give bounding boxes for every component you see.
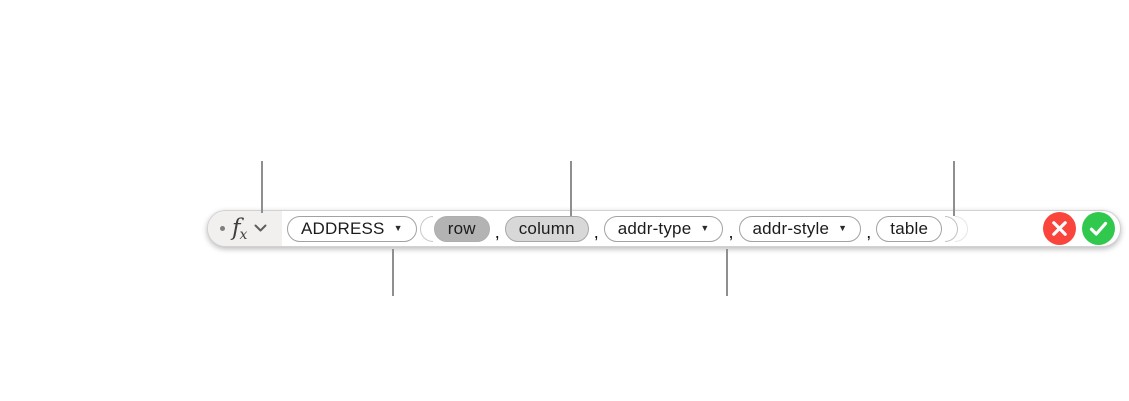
argument-separator: , — [728, 222, 734, 242]
argument-separator: , — [593, 222, 599, 242]
callout-line-column-token — [570, 161, 572, 216]
argument-token-addr-style[interactable]: addr-style ▼ — [738, 215, 862, 242]
open-paren-ghost — [419, 215, 433, 242]
argument-token-label: table — [890, 218, 929, 238]
callout-line-addrtype-dropdown — [726, 249, 728, 296]
argument-token-label: addr-style — [752, 218, 830, 238]
dropdown-arrow-icon[interactable]: ▼ — [393, 223, 403, 233]
fx-section: fx — [208, 211, 282, 246]
argument-token-table[interactable]: table — [876, 215, 943, 242]
argument-separator: , — [494, 222, 500, 242]
checkmark-icon — [1082, 212, 1115, 245]
argument-token-label: addr-type — [617, 218, 692, 238]
callout-line-fx-chevron — [261, 161, 263, 213]
close-paren-ghost-faint — [955, 215, 969, 242]
formula-content: ADDRESS ▼ row , column , addr-type ▼ , a… — [282, 211, 1120, 246]
chevron-down-icon[interactable] — [254, 224, 267, 233]
argument-token-row[interactable]: row — [433, 215, 490, 242]
argument-token-column[interactable]: column — [504, 215, 589, 242]
cancel-button[interactable] — [1043, 212, 1076, 245]
formula-editor-bar: fx ADDRESS ▼ row , column , add — [207, 210, 1121, 247]
callout-line-function-dropdown — [392, 249, 394, 296]
function-token-label: ADDRESS — [301, 218, 385, 238]
fx-icon: fx — [232, 214, 248, 243]
dropdown-arrow-icon[interactable]: ▼ — [700, 223, 710, 233]
argument-token-label: column — [518, 218, 575, 238]
argument-token-label: row — [447, 218, 476, 238]
cell-indicator-dot — [220, 226, 225, 231]
argument-token-addr-type[interactable]: addr-type ▼ — [603, 215, 724, 242]
argument-separator: , — [866, 222, 872, 242]
confirm-button[interactable] — [1082, 212, 1115, 245]
callout-line-table-token — [953, 161, 955, 216]
function-token-address[interactable]: ADDRESS ▼ — [287, 215, 417, 242]
dropdown-arrow-icon[interactable]: ▼ — [838, 223, 848, 233]
